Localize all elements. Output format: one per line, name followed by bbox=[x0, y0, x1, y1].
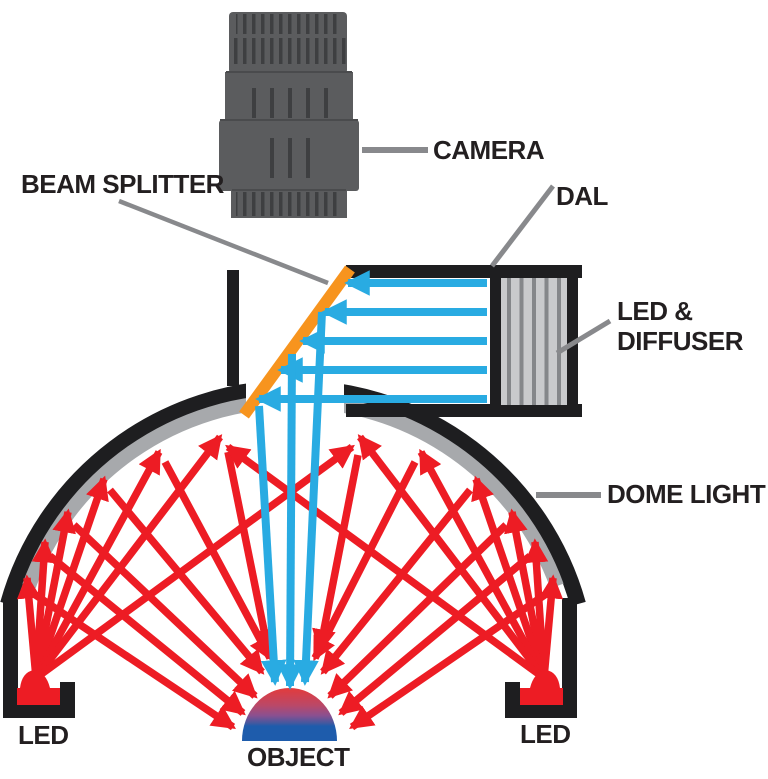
camera bbox=[219, 12, 359, 218]
red-light-ray bbox=[161, 460, 274, 662]
red-light-ray bbox=[357, 434, 547, 681]
blue-axial-ray bbox=[293, 311, 326, 686]
red-light-ray bbox=[417, 448, 548, 680]
blue-axial-ray bbox=[255, 405, 287, 686]
dal-label: DAL bbox=[556, 181, 609, 211]
red-light-ray bbox=[32, 508, 76, 679]
dome-light-rays bbox=[16, 434, 564, 731]
red-light-ray bbox=[349, 588, 552, 731]
axial-light-rays bbox=[255, 270, 487, 690]
red-light-ray bbox=[312, 454, 362, 654]
object-label: OBJECT bbox=[247, 742, 350, 772]
red-light-ray bbox=[504, 508, 548, 679]
red-light-ray bbox=[33, 434, 223, 681]
led-diffuser-pointer-line bbox=[555, 318, 612, 356]
object bbox=[242, 688, 337, 741]
diffuser-stripes bbox=[507, 278, 561, 405]
camera-seams bbox=[220, 71, 358, 191]
beam-splitter-pointer-line bbox=[118, 198, 329, 286]
led-emitter-right bbox=[520, 670, 563, 705]
dal-pointer-line bbox=[490, 184, 555, 268]
red-light-ray bbox=[225, 443, 547, 682]
red-light-ray bbox=[311, 460, 419, 662]
led-bracket-right bbox=[505, 598, 577, 718]
red-light-ray bbox=[327, 522, 509, 699]
camera-rib-texture bbox=[232, 14, 346, 216]
camera-tube-wall bbox=[227, 270, 239, 386]
red-light-ray bbox=[338, 553, 533, 716]
led-diffuser-box bbox=[490, 265, 578, 417]
red-light-ray bbox=[224, 451, 276, 654]
led-bracket-left bbox=[3, 598, 75, 718]
dome-light-label: DOME LIGHT bbox=[607, 479, 766, 509]
red-light-ray bbox=[107, 487, 265, 675]
red-light-ray bbox=[32, 448, 163, 680]
camera-label: CAMERA bbox=[433, 135, 545, 165]
callout-lines bbox=[118, 147, 612, 498]
led-diffuser-label-line1: LED & bbox=[617, 296, 693, 326]
led-right-label: LED bbox=[520, 719, 571, 749]
red-light-ray bbox=[320, 487, 473, 675]
blue-axial-ray bbox=[277, 353, 303, 690]
red-light-ray bbox=[33, 443, 355, 682]
red-light-ray bbox=[28, 588, 236, 731]
red-light-ray bbox=[71, 522, 258, 699]
red-light-ray bbox=[32, 475, 109, 680]
beam-splitter-label: BEAM SPLITTER bbox=[21, 169, 225, 199]
led-diffuser-label-line2: DIFFUSER bbox=[617, 326, 744, 356]
led-left-label: LED bbox=[18, 720, 69, 750]
led-emitter-left bbox=[17, 670, 60, 705]
red-light-ray bbox=[47, 553, 246, 716]
red-light-ray bbox=[471, 475, 548, 680]
